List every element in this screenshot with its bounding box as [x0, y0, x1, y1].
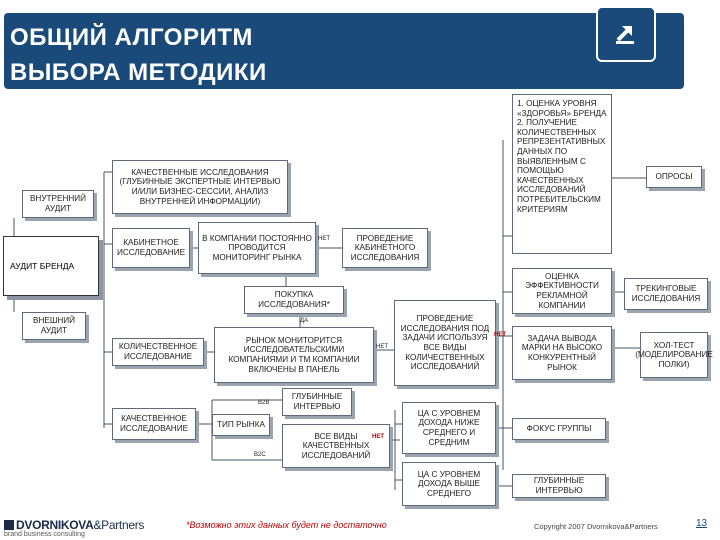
brand-tagline: brand business consulting — [4, 531, 85, 538]
focus-groups-box: ФОКУС ГРУППЫ — [512, 418, 606, 440]
title-bar — [4, 13, 684, 89]
internal-audit-box: ВНУТРЕННИЙ АУДИТ — [22, 190, 94, 218]
label-yes: ДА — [300, 318, 309, 324]
qual-research-box: КАЧЕСТВЕННОЕ ИССЛЕДОВАНИЕ — [112, 408, 196, 440]
external-audit-box: ВНЕШНИЙ АУДИТ — [22, 312, 86, 340]
depth-interview-mid-box: ГЛУБИННЫЕ ИНТЕРВЬЮ — [282, 388, 352, 416]
brand-name: DVORNIKOVA&Partners — [4, 518, 144, 532]
depth-interview-right-box: ГЛУБИННЫЕ ИНТЕРВЬЮ — [512, 474, 606, 498]
tracking-box: ТРЕКИНГОВЫЕ ИССЛЕДОВАНИЯ — [624, 278, 708, 310]
conduct-quant-box: ПРОВЕДЕНИЕ ИССЛЕДОВАНИЯ ПОД ЗАДАЧИ ИСПОЛ… — [394, 300, 496, 386]
copyright: Copyright 2007 Dvornikova&Partners — [534, 522, 658, 531]
health-block: 1. ОЦЕНКА УРОВНЯ «ЗДОРОВЬЯ» БРЕНДА 2. ПО… — [512, 94, 612, 254]
page-number: 13 — [696, 518, 708, 529]
label-no-1: НЕТ — [318, 236, 330, 242]
market-monitored-box: РЫНОК МОНИТОРИТСЯ ИССЛЕДОВАТЕЛЬСКИМИ КОМ… — [214, 327, 374, 383]
conduct-desk-box: ПРОВЕДЕНИЕ КАБИНЕТНОГО ИССЛЕДОВАНИЯ — [342, 228, 428, 268]
label-no-red-1: НЕТ — [494, 332, 506, 338]
header: ОБЩИЙ АЛГОРИТМ ВЫБОРА МЕТОДИКИ — [0, 0, 720, 92]
ta-low-box: ЦА С УРОВНЕМ ДОХОДА НИЖЕ СРЕДНЕГО И СРЕД… — [402, 402, 496, 454]
label-b2b: B2B — [258, 400, 270, 406]
company-monitoring-box: В КОМПАНИИ ПОСТОЯННО ПРОВОДИТСЯ МОНИТОРИ… — [198, 222, 316, 274]
quant-research-box: КОЛИЧЕСТВЕННОЕ ИССЛЕДОВАНИЕ — [112, 338, 204, 366]
page-title: ОБЩИЙ АЛГОРИТМ ВЫБОРА МЕТОДИКИ — [10, 20, 267, 90]
title-line-2: ВЫБОРА МЕТОДИКИ — [10, 59, 267, 86]
label-no-2: НЕТ — [376, 344, 388, 350]
desk-research-box: КАБИНЕТНОЕ ИССЛЕДОВАНИЕ — [112, 228, 190, 268]
hall-test-box: ХОЛ-ТЕСТ (МОДЕЛИРОВАНИЕ ПОЛКИ) — [635, 332, 713, 378]
title-line-1: ОБЩИЙ АЛГОРИТМ — [10, 24, 253, 51]
brand-logo: DVORNIKOVA&Partners brand business consu… — [4, 518, 144, 538]
label-no-red-2: НЕТ — [372, 434, 384, 440]
launch-task-box: ЗАДАЧА ВЫВОДА МАРКИ НА ВЫСОКО КОНКУРЕНТН… — [512, 326, 612, 380]
surveys-box: ОПРОСЫ — [646, 166, 702, 188]
market-type-box: ТИП РЫНКА — [212, 414, 270, 436]
ta-high-box: ЦА С УРОВНЕМ ДОХОДА ВЫШЕ СРЕДНЕГО — [402, 462, 496, 506]
brand-mark-icon — [4, 520, 14, 530]
arrow-logo-icon — [596, 6, 656, 62]
qual-research-top-box: КАЧЕСТВЕННЫЕ ИССЛЕДОВАНИЯ (ГЛУБИННЫЕ ЭКС… — [112, 160, 288, 214]
audit-brand-box: АУДИТ БРЕНДА — [3, 236, 99, 296]
buy-research-box: ПОКУПКА ИССЛЕДОВАНИЯ* — [244, 286, 344, 314]
footnote: *Возможно этих данных будет не достаточн… — [186, 520, 387, 530]
all-qual-box: ВСЕ ВИДЫ КАЧЕСТВЕННЫХ ИССЛЕДОВАНИЙ — [282, 424, 390, 468]
label-b2c: B2C — [254, 452, 266, 458]
ad-efficiency-box: ОЦЕНКА ЭФФЕКТИВНОСТИ РЕКЛАМНОЙ КОМПАНИИ — [512, 268, 612, 314]
